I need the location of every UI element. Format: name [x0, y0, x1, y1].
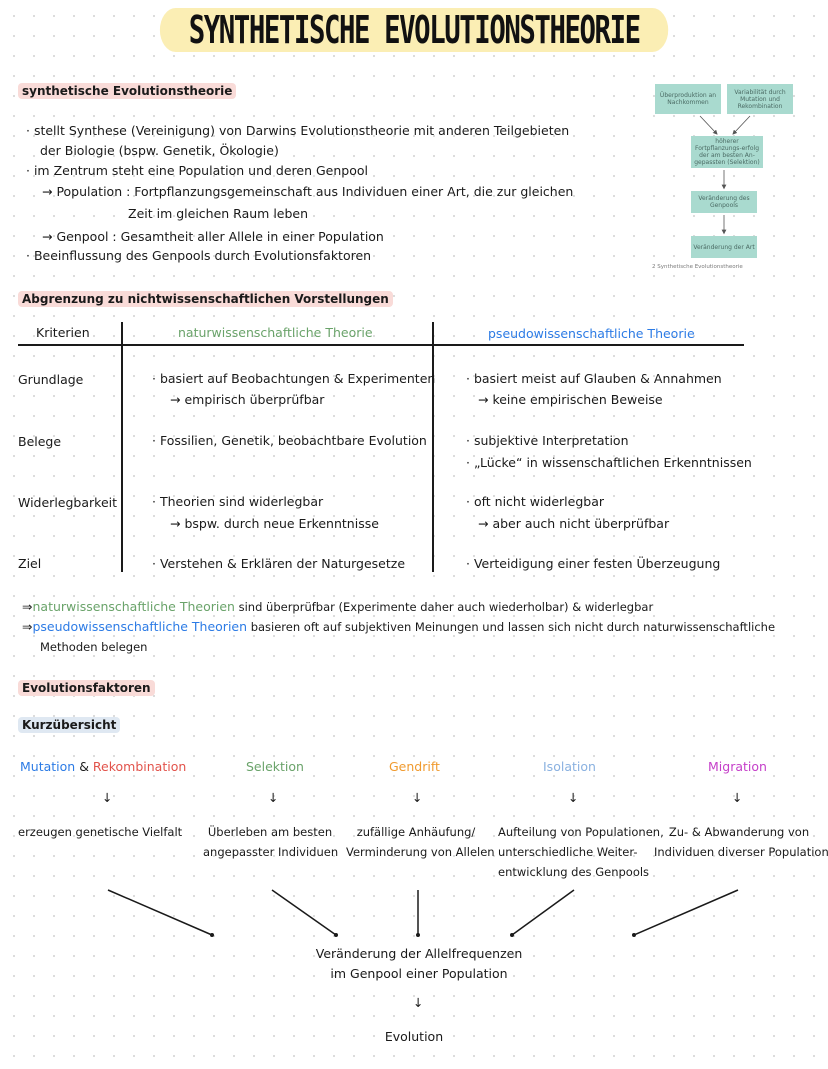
table-column-divider [121, 322, 123, 572]
diagram-caption: 2 Synthetische Evolutionstheorie [652, 264, 743, 270]
section-heading-demarcation: Abgrenzung zu nichtwissenschaftlichen Vo… [18, 288, 393, 307]
table-cell-criterion: Widerlegbarkeit [18, 495, 118, 510]
table-cell-natural: → bspw. durch neue Erkenntnisse [170, 516, 379, 531]
down-arrow-icon: ↓ [732, 790, 743, 805]
text-line: · Beeinflussung des Genpools durch Evolu… [26, 248, 372, 263]
text-line: der Biologie (bspw. Genetik, Ökologie) [40, 143, 279, 158]
conclusion-natural: ⇒naturwissenschaftliche Theorien sind üb… [22, 599, 654, 614]
connector-line [633, 889, 739, 936]
desc-gendrift: zufällige Anhäufung/ Verminderung von Al… [346, 825, 495, 859]
connector-dot [334, 933, 338, 937]
desc-isolation: Aufteilung von Populationen, unterschied… [498, 825, 664, 879]
table-cell-natural: · Verstehen & Erklären der Naturgesetze [152, 556, 406, 571]
subheading-overview: Kurzübersicht [18, 714, 121, 733]
table-cell-pseudo: · Verteidigung einer festen Überzeugung [466, 556, 721, 571]
page-title: SYNTHETISCHE EVOLUTIONSTHEORIE [159, 8, 669, 52]
table-header-rule [18, 344, 744, 346]
table-cell-pseudo: → aber auch nicht überprüfbar [478, 516, 670, 531]
table-cell-criterion: Belege [18, 434, 62, 449]
text-line: Zeit im gleichen Raum leben [128, 206, 309, 221]
conclusion-pseudo-line2: Methoden belegen [40, 640, 148, 654]
diagram-box-genpool: Veränderung des Genpools [691, 191, 757, 213]
factor-mutation-recombination: Mutation & Rekombination [20, 759, 187, 774]
table-cell-pseudo: · basiert meist auf Glauben & Annahmen [466, 371, 722, 386]
connector-dot [210, 933, 214, 937]
factor-migration: Migration [708, 759, 767, 774]
diagram-box-selection: höherer Fortpflanzungs-erfolg der am bes… [691, 136, 763, 168]
diagram-box-species: Veränderung der Art [691, 236, 757, 258]
text-line: → Genpool : Gesamtheit aller Allele in e… [42, 229, 384, 244]
section-heading-synthetic: synthetische Evolutionstheorie [18, 80, 237, 99]
table-cell-pseudo: · subjektive Interpretation [466, 433, 629, 448]
text-line: · im Zentrum steht eine Population und d… [26, 163, 368, 178]
desc-selection: Überleben am besten angepasster Individu… [203, 825, 339, 859]
connector-line [271, 889, 337, 936]
page-title-wrap: SYNTHETISCHE EVOLUTIONSTHEORIE [0, 8, 828, 52]
table-column-divider [432, 322, 434, 572]
desc-mutation: erzeugen genetische Vielfalt [18, 825, 183, 839]
section-heading-factors: Evolutionsfaktoren [18, 677, 155, 696]
table-header-natural: naturwissenschaftliche Theorie [178, 325, 373, 340]
table-cell-pseudo: · oft nicht widerlegbar [466, 494, 605, 509]
table-header-criteria: Kriterien [36, 325, 90, 340]
down-arrow-icon: ↓ [102, 790, 113, 805]
conclusion-pseudo: ⇒pseudowissenschaftliche Theorien basier… [22, 619, 776, 634]
connector-dot [510, 933, 514, 937]
text-line: → Population : Fortpflanzungsgemeinschaf… [42, 184, 574, 199]
final-evolution: Evolution [384, 1029, 444, 1044]
table-cell-pseudo: → keine empirischen Beweise [478, 392, 663, 407]
table-cell-pseudo: · „Lücke“ in wissenschaftlichen Erkenntn… [466, 455, 752, 470]
table-cell-criterion: Grundlage [18, 372, 84, 387]
connector-line [107, 889, 213, 936]
diagram-box-variability: Variabilität durch Mutation und Rekombin… [727, 84, 793, 114]
table-cell-natural: · basiert auf Beobachtungen & Experiment… [152, 371, 436, 386]
down-arrow-icon: ↓ [568, 790, 579, 805]
desc-migration: Zu- & Abwanderung von Individuen diverse… [654, 825, 828, 859]
result-allele-frequencies: Veränderung der Allelfrequenzen im Genpo… [315, 946, 523, 981]
down-arrow-icon: ↓ [412, 790, 423, 805]
diagram-arrow [699, 115, 718, 135]
table-cell-natural: · Fossilien, Genetik, beobachtbare Evolu… [152, 433, 427, 448]
down-arrow-icon: ↓ [413, 995, 424, 1010]
down-arrow-icon: ↓ [268, 790, 279, 805]
table-cell-natural: → empirisch überprüfbar [170, 392, 325, 407]
diagram-arrow [732, 115, 751, 135]
connector-line [511, 889, 575, 936]
text-line: · stellt Synthese (Vereinigung) von Darw… [26, 123, 570, 138]
connector-dot [632, 933, 636, 937]
factor-gendrift: Gendrift [389, 759, 440, 774]
table-cell-criterion: Ziel [18, 556, 42, 571]
table-cell-natural: · Theorien sind widerlegbar [152, 494, 324, 509]
connector-dot [416, 933, 420, 937]
diagram-box-overproduction: Überproduktion an Nachkommen [655, 84, 721, 114]
factor-isolation: Isolation [543, 759, 596, 774]
factor-selection: Selektion [246, 759, 304, 774]
table-header-pseudo: pseudowissenschaftliche Theorie [488, 326, 695, 341]
